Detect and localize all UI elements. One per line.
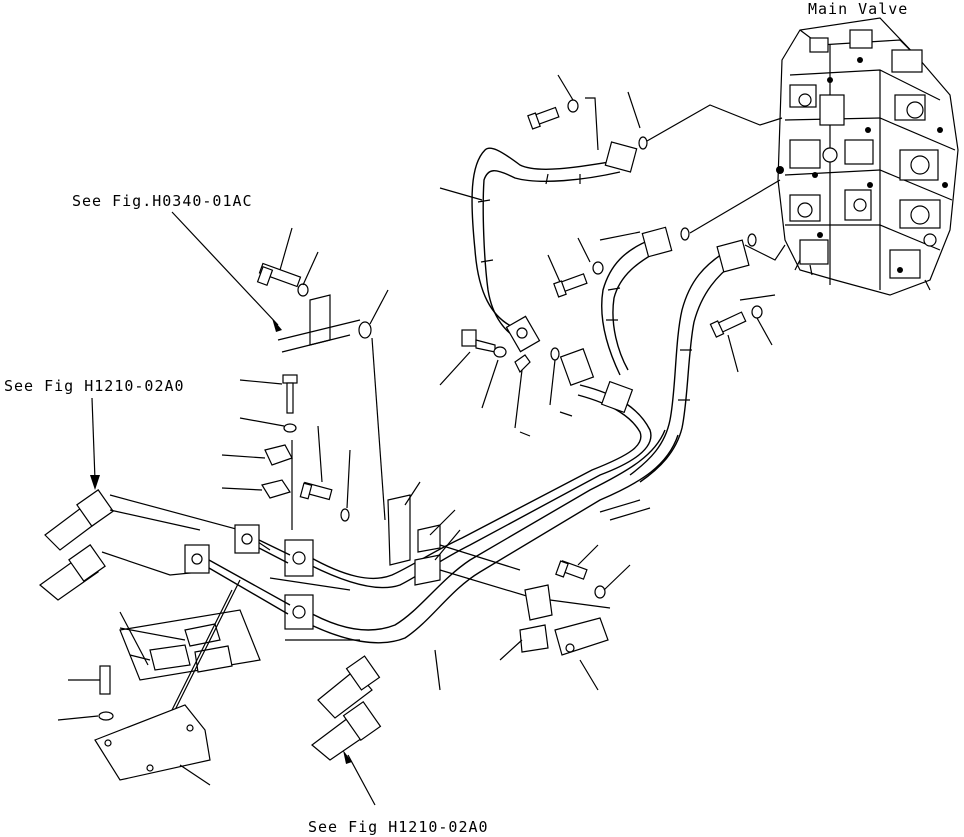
reference-h0340: See Fig.H0340-01AC [72, 192, 253, 210]
clamp-brackets [387, 481, 541, 601]
main-valve-label: Main Valve [808, 0, 908, 18]
leader-arrow [171, 211, 279, 326]
upper-hose [471, 141, 638, 353]
leader-line [439, 187, 483, 201]
mount-plate [57, 611, 211, 786]
left-tube-upper [44, 489, 271, 551]
o-ring [680, 227, 690, 241]
right-hose [629, 239, 776, 483]
leader-arrow [347, 754, 376, 806]
leader-line [689, 179, 781, 234]
reference-h1210-bottom: See Fig H1210-02A0 [308, 818, 489, 836]
lower-tubes [304, 348, 679, 644]
reference-h1210-left: See Fig H1210-02A0 [4, 377, 185, 395]
bolt-stack [221, 374, 351, 530]
middle-hose [547, 226, 673, 376]
leader-line [744, 244, 786, 261]
left-tube-lower [39, 544, 201, 601]
bottom-tube-1 [317, 655, 381, 719]
o-ring [638, 136, 648, 150]
fittings-middle [439, 329, 560, 429]
leader-line [434, 649, 441, 691]
main-valve [776, 17, 959, 296]
leader-arrow [91, 397, 96, 481]
bottom-tube-2 [311, 700, 382, 761]
leader-line [627, 91, 641, 129]
bracket-upper [256, 227, 389, 521]
bolt-top [527, 74, 599, 151]
o-ring [747, 233, 757, 247]
leader-line [639, 104, 783, 146]
right-lower-bracket [499, 544, 631, 691]
clip-assembly [119, 579, 261, 719]
flange-blocks [184, 524, 360, 641]
